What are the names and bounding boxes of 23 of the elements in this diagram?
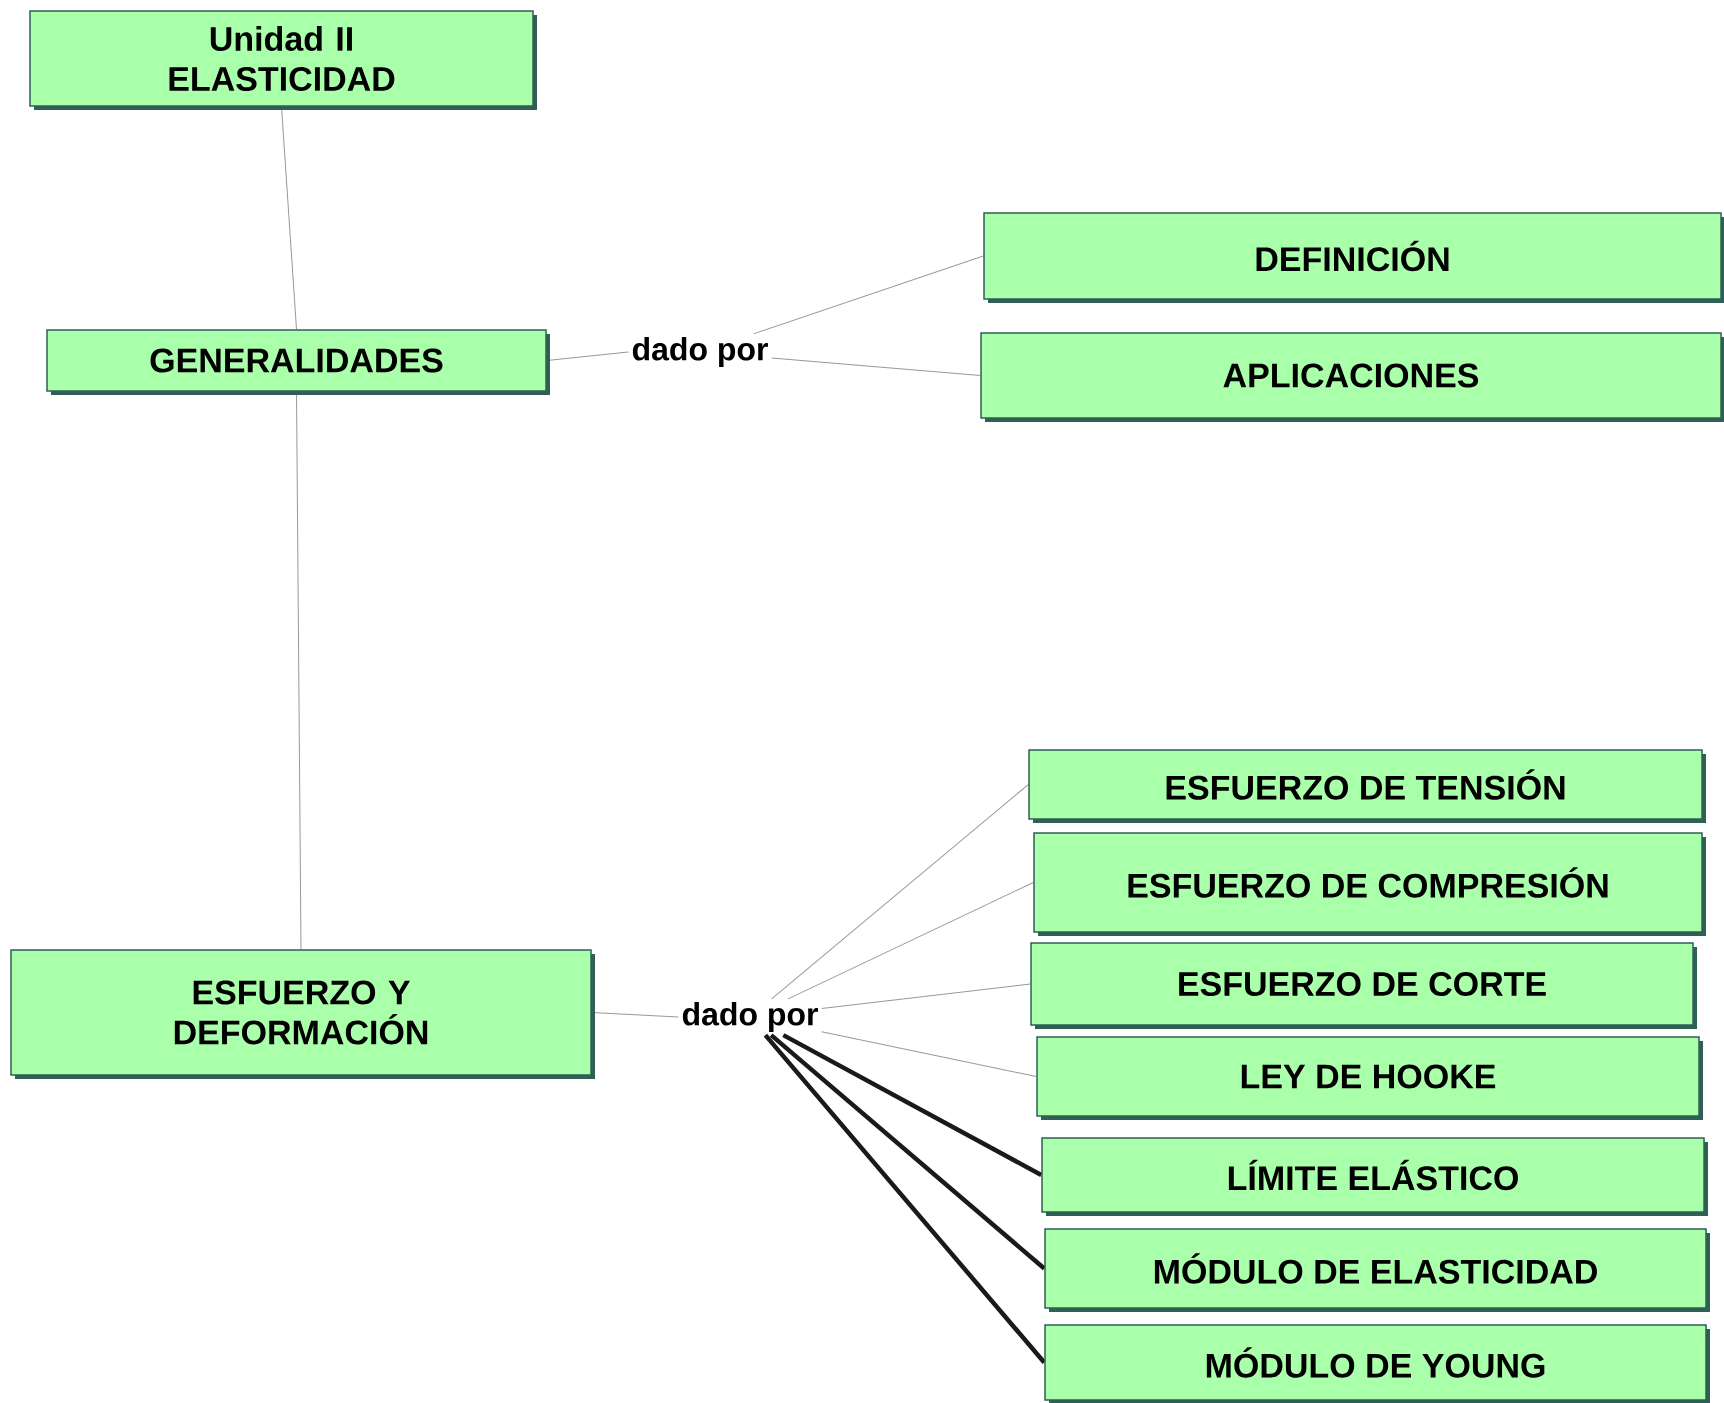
connector-label: dado por — [682, 1002, 818, 1032]
concept-box: Unidad II ELASTICIDAD — [29, 10, 537, 110]
concept-box: ESFUERZO DE CORTE — [1030, 942, 1697, 1029]
concept-box: ESFUERZO DE COMPRESIÓN — [1033, 832, 1706, 936]
connector-line — [771, 784, 1029, 1000]
concept-box: LEY DE HOOKE — [1036, 1036, 1703, 1120]
concept-box: ESFUERZO DE TENSIÓN — [1028, 749, 1706, 823]
concept-box: LÍMITE ELÁSTICO — [1041, 1137, 1708, 1216]
concept-box: ESFUERZO Y DEFORMACIÓN — [10, 949, 595, 1079]
connector-line — [782, 1033, 1043, 1177]
concept-box: MÓDULO DE ELASTICIDAD — [1044, 1228, 1710, 1312]
connector-line — [821, 983, 1031, 1010]
connector-label: dado por — [632, 337, 768, 367]
connector-line — [769, 1033, 1046, 1271]
connector-line — [787, 882, 1034, 1000]
connector-line — [752, 255, 984, 335]
concept-box: MÓDULO DE YOUNG — [1044, 1324, 1710, 1403]
concept-box: GENERALIDADES — [46, 329, 550, 395]
connector-line — [771, 357, 981, 376]
connector-line — [821, 1031, 1037, 1077]
concept-box: DEFINICIÓN — [983, 212, 1724, 303]
connector-line — [763, 1033, 1046, 1364]
concept-box: APLICACIONES — [980, 332, 1724, 422]
